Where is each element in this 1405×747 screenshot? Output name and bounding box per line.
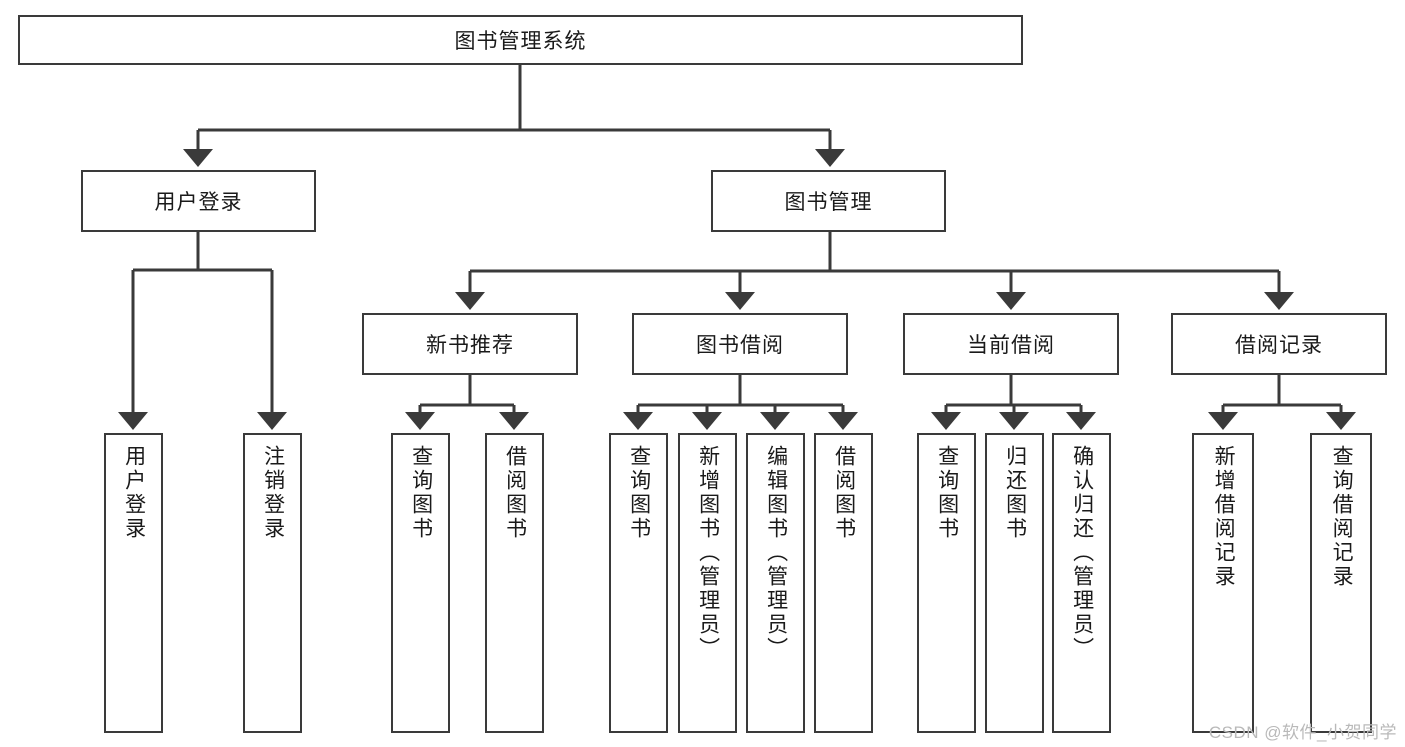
- leaf-edit-book-admin[interactable]: 编辑图书（管理员）: [746, 433, 805, 733]
- leaf-confirm-return-admin[interactable]: 确认归还（管理员）: [1052, 433, 1111, 733]
- leaf-query-borrow-record-label: 查询借阅记录: [1330, 445, 1354, 589]
- leaf-query-books-borrow[interactable]: 查询图书: [609, 433, 668, 733]
- node-book-management-label: 图书管理: [784, 191, 873, 214]
- node-root-label: 图书管理系统: [454, 30, 587, 53]
- node-new-book-recommendation-label: 新书推荐: [426, 334, 514, 357]
- node-current-borrowing-label: 当前借阅: [967, 334, 1055, 357]
- leaf-query-books-borrow-label: 查询图书: [627, 445, 651, 541]
- leaf-borrow-books[interactable]: 借阅图书: [814, 433, 873, 733]
- node-book-management[interactable]: 图书管理: [711, 170, 946, 232]
- leaf-confirm-return-admin-label: 确认归还（管理员）: [1070, 445, 1094, 661]
- node-book-borrowing-label: 图书借阅: [696, 334, 784, 357]
- leaf-borrow-books-new[interactable]: 借阅图书: [485, 433, 544, 733]
- leaf-add-borrow-record-label: 新增借阅记录: [1212, 445, 1236, 589]
- leaf-query-books-current[interactable]: 查询图书: [917, 433, 976, 733]
- leaf-return-books-label: 归还图书: [1003, 445, 1027, 541]
- node-current-borrowing[interactable]: 当前借阅: [903, 313, 1119, 375]
- leaf-add-borrow-record[interactable]: 新增借阅记录: [1192, 433, 1254, 733]
- node-user-login-label: 用户登录: [154, 191, 243, 214]
- node-borrow-records-label: 借阅记录: [1235, 334, 1323, 357]
- leaf-return-books[interactable]: 归还图书: [985, 433, 1044, 733]
- watermark-text: CSDN @软件_小贺同学: [1208, 723, 1397, 742]
- leaf-logout-label: 注销登录: [261, 445, 285, 541]
- node-new-book-recommendation[interactable]: 新书推荐: [362, 313, 578, 375]
- leaf-add-book-admin[interactable]: 新增图书（管理员）: [678, 433, 737, 733]
- leaf-query-borrow-record[interactable]: 查询借阅记录: [1310, 433, 1372, 733]
- node-book-borrowing[interactable]: 图书借阅: [632, 313, 848, 375]
- leaf-edit-book-admin-label: 编辑图书（管理员）: [764, 445, 788, 661]
- node-root[interactable]: 图书管理系统: [18, 15, 1023, 65]
- leaf-query-books-current-label: 查询图书: [935, 445, 959, 541]
- leaf-query-books-new[interactable]: 查询图书: [391, 433, 450, 733]
- leaf-add-book-admin-label: 新增图书（管理员）: [696, 445, 720, 661]
- leaf-query-books-new-label: 查询图书: [409, 445, 433, 541]
- leaf-user-login[interactable]: 用户登录: [104, 433, 163, 733]
- leaf-user-login-label: 用户登录: [122, 445, 146, 541]
- node-user-login[interactable]: 用户登录: [81, 170, 316, 232]
- leaf-logout[interactable]: 注销登录: [243, 433, 302, 733]
- leaf-borrow-books-label: 借阅图书: [832, 445, 856, 541]
- node-borrow-records[interactable]: 借阅记录: [1171, 313, 1387, 375]
- leaf-borrow-books-new-label: 借阅图书: [503, 445, 527, 541]
